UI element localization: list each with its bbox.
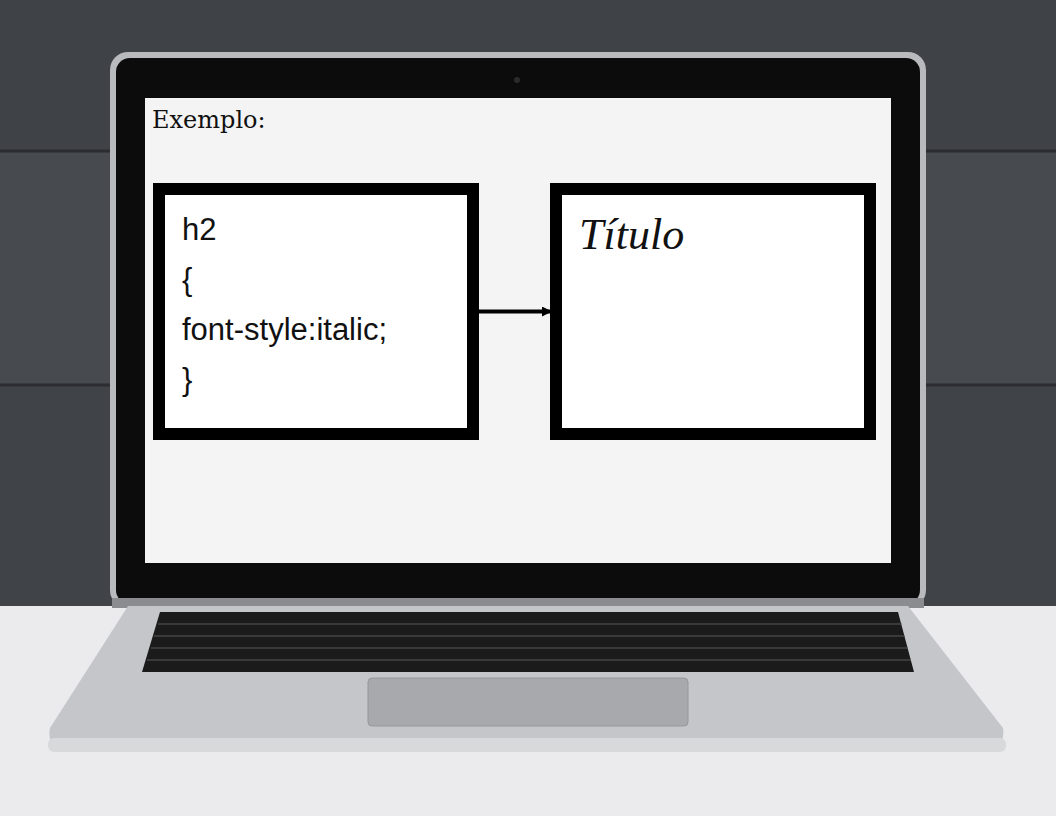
css-code-box: h2{font-style:italic;} bbox=[153, 183, 479, 440]
code-line: font-style:italic; bbox=[182, 305, 457, 355]
result-box: Título bbox=[550, 183, 876, 440]
code-line: } bbox=[182, 355, 457, 405]
code-line: h2 bbox=[182, 205, 457, 255]
arrow-connector bbox=[479, 310, 550, 314]
screen-heading: Exemplo: bbox=[152, 106, 266, 134]
italic-title-text: Título bbox=[579, 209, 854, 260]
code-line: { bbox=[182, 255, 457, 305]
